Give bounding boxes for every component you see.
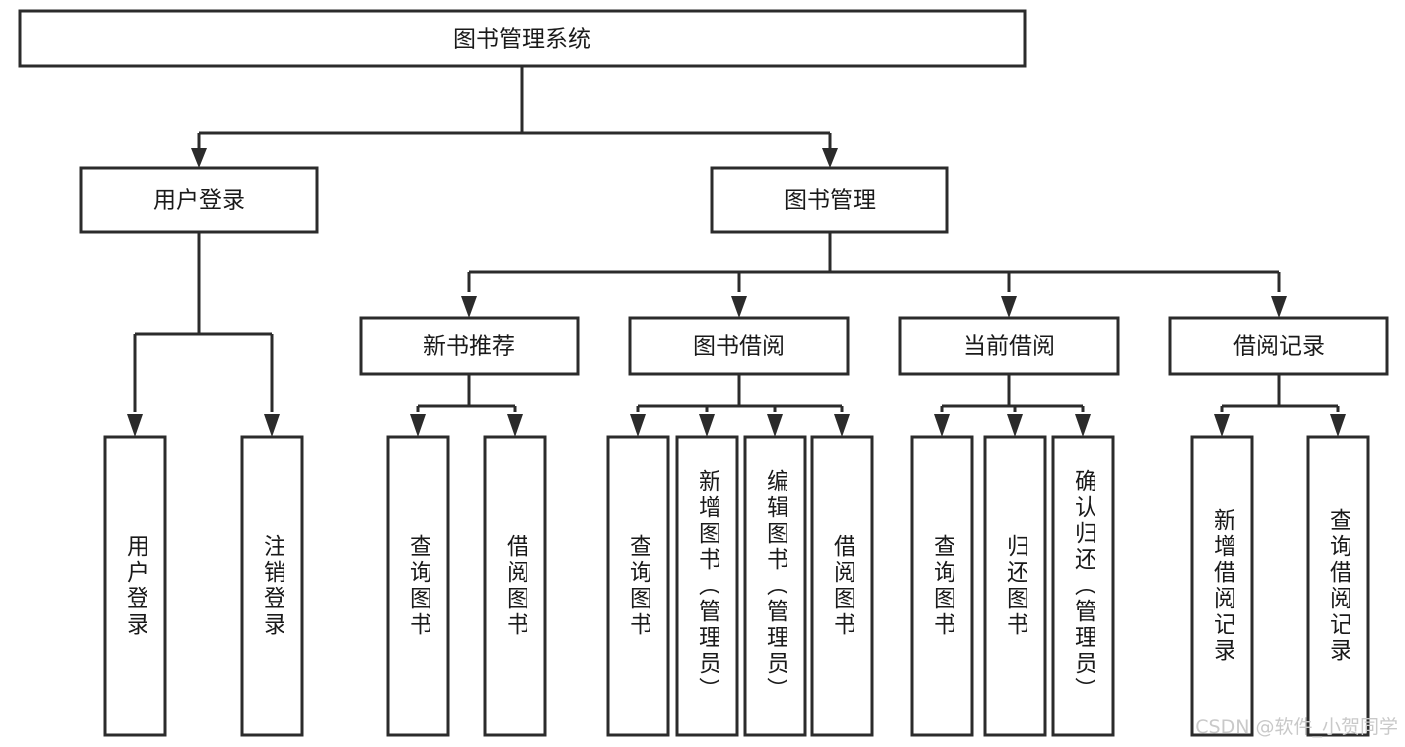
connector-current-borrow-trunk (940, 374, 1085, 412)
connector-book-borrow-trunk (636, 374, 844, 412)
leaf-edit-book-box[interactable] (743, 435, 807, 737)
leaf-borrow-book-recommend-box[interactable] (483, 435, 547, 737)
connector-user-login-trunk (133, 232, 274, 412)
leaf-query-borrow-record-box[interactable] (1306, 435, 1370, 737)
arrow-recommend-to-borrow-book (507, 414, 523, 437)
arrow-bookmgmt-to-current-borrow (1001, 296, 1017, 318)
node-book-management-box[interactable] (710, 166, 949, 234)
node-book-borrow[interactable]: 图书借阅 (628, 316, 850, 376)
leaf-logout-box[interactable] (240, 435, 304, 737)
leaf-confirm-return-box[interactable] (1051, 435, 1115, 737)
arrow-recommend-to-query-book (410, 414, 426, 437)
node-new-book-recommend-box[interactable] (359, 316, 580, 376)
node-book-borrow-label: 图书借阅 (693, 334, 785, 360)
leaf-add-borrow-record-box[interactable] (1190, 435, 1254, 737)
arrow-record-to-query-record (1330, 414, 1346, 437)
node-borrow-record[interactable]: 借阅记录 (1168, 316, 1389, 376)
arrow-current-to-return-book (1007, 414, 1023, 437)
arrow-bookmgmt-to-book-borrow (731, 296, 747, 318)
leaf-query-book-recommend-box[interactable] (386, 435, 450, 737)
arrow-borrow-to-add-book (699, 414, 715, 437)
arrow-root-to-book-management (822, 148, 838, 168)
connector-layer (127, 66, 1346, 437)
node-user-login-box[interactable] (79, 166, 319, 234)
node-new-book-recommend-label: 新书推荐 (423, 334, 515, 360)
arrow-current-to-query-book (934, 414, 950, 437)
arrow-current-to-confirm-return (1075, 414, 1091, 437)
arrow-borrow-to-edit-book (767, 414, 783, 437)
arrow-borrow-to-query-book (630, 414, 646, 437)
node-new-book-recommend[interactable]: 新书推荐 (359, 316, 580, 376)
node-current-borrow-box[interactable] (898, 316, 1120, 376)
connector-new-book-recommend-trunk (416, 374, 517, 412)
leaf-user-login-box[interactable] (103, 435, 167, 737)
node-book-management-label: 图书管理 (784, 188, 876, 214)
leaf-query-book-borrow-box[interactable] (606, 435, 670, 737)
connector-root-trunk (197, 66, 832, 154)
node-book-borrow-box[interactable] (628, 316, 850, 376)
arrow-user-login-to-leaf-logout (264, 414, 280, 437)
connector-borrow-record-trunk (1220, 374, 1340, 412)
node-user-login-label: 用户登录 (153, 188, 245, 214)
leaf-node-group (103, 435, 1370, 737)
leaf-return-book-box[interactable] (983, 435, 1047, 737)
leaf-borrow-book-box[interactable] (810, 435, 874, 737)
node-borrow-record-label: 借阅记录 (1233, 334, 1325, 360)
leaf-query-book-current-box[interactable] (910, 435, 974, 737)
arrow-user-login-to-leaf-user-login (127, 414, 143, 437)
arrow-bookmgmt-to-new-book-recommend (461, 296, 477, 318)
node-root[interactable]: 图书管理系统 (18, 9, 1027, 68)
node-root-box[interactable] (18, 9, 1027, 68)
node-borrow-record-box[interactable] (1168, 316, 1389, 376)
node-current-borrow[interactable]: 当前借阅 (898, 316, 1120, 376)
arrow-bookmgmt-to-borrow-record (1271, 296, 1287, 318)
leaf-add-book-box[interactable] (675, 435, 739, 737)
arrow-record-to-add-record (1214, 414, 1230, 437)
csdn-watermark: CSDN @软件_小贺同学 (1195, 716, 1398, 738)
node-root-label: 图书管理系统 (453, 27, 591, 53)
node-book-management[interactable]: 图书管理 (710, 166, 949, 234)
node-user-login[interactable]: 用户登录 (79, 166, 319, 234)
arrow-root-to-user-login (191, 148, 207, 168)
connector-bookmgmt-trunk (467, 232, 1281, 292)
node-current-borrow-label: 当前借阅 (963, 334, 1055, 360)
arrow-borrow-to-borrow-book (834, 414, 850, 437)
